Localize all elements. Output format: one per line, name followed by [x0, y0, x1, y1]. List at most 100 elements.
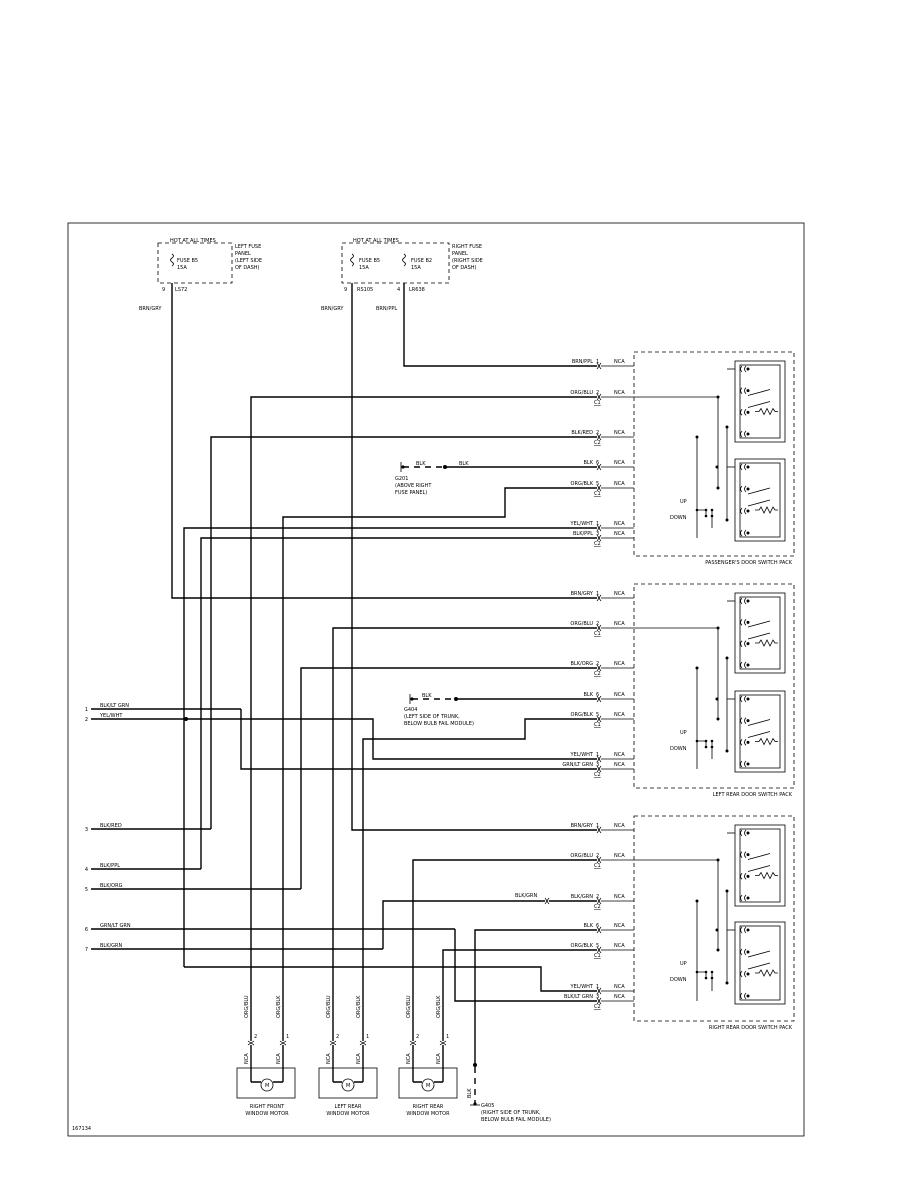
nca-label: NCA [614, 661, 625, 667]
ground-name: G404 [404, 707, 417, 713]
nca-label: NCA [614, 621, 625, 627]
connector-label: C1 [594, 400, 601, 406]
pin-label: 2 [254, 1034, 257, 1040]
wire-label: BLK [416, 461, 426, 467]
left-fuse-panel: HOT AT ALL TIMES FUSE B5 15A LEFT FUSE P… [139, 238, 262, 312]
pin-label: 3 [85, 827, 88, 833]
nca-label: NCA [614, 823, 625, 829]
pin-label: 2 [596, 853, 599, 859]
connector-label: C2 [594, 440, 601, 446]
wire-label: ORG/BLK [276, 995, 282, 1018]
pin-label: 5 [596, 481, 599, 487]
wire-label: BLK/GRN [515, 893, 538, 899]
fuse-label: FUSE B2 [411, 258, 432, 264]
pin-label: 1 [85, 707, 88, 713]
pin-label: 1 [286, 1034, 289, 1040]
ground-g201: BLK BLK G201 (ABOVE RIGHT FUSE PANEL) [395, 461, 469, 496]
wire-label: BLK [467, 1088, 473, 1098]
fuse-amp: 15A [359, 265, 369, 271]
connector-label: C1 [594, 491, 601, 497]
wire-label: BLK/GRN [571, 894, 594, 900]
ground-desc: (RIGHT SIDE OF TRUNK, [481, 1110, 541, 1116]
nca-label: NCA [614, 994, 625, 1000]
inline-connector: BLK/GRN [515, 893, 550, 905]
panel-label: OF DASH) [235, 265, 260, 271]
down-label: DOWN [670, 746, 687, 752]
pin-label: 5 [596, 712, 599, 718]
ground-desc: BELOW BULB FAIL MODULE) [481, 1117, 551, 1123]
wire-label: BLK/RED [571, 430, 593, 436]
pin-label: 4 [397, 287, 400, 293]
pin-label: 2 [596, 661, 599, 667]
wire-label: ORG/BLK [436, 995, 442, 1018]
pin-label: 1 [366, 1034, 369, 1040]
connector-label: C1 [594, 863, 601, 869]
pin-label: 5 [596, 943, 599, 949]
ground-desc: (LEFT SIDE OF TRUNK, [404, 714, 460, 720]
wire-label: GRN/LT GRN [562, 762, 593, 768]
motor-name: WINDOW MOTOR [406, 1111, 450, 1117]
pin-label: 6 [596, 923, 599, 929]
switch-pack-title: RIGHT REAR DOOR SWITCH PACK [709, 1025, 793, 1031]
pin-label: 4 [85, 867, 88, 873]
nca-label: NCA [614, 531, 625, 537]
wire-label: BRN/GRY [571, 823, 594, 829]
switch-pack-title: LEFT REAR DOOR SWITCH PACK [713, 792, 793, 798]
switch-internals: UP DOWN [634, 360, 786, 542]
up-label: UP [680, 499, 687, 505]
nca-label: NCA [614, 390, 625, 396]
wire-label: BLK/ORG [571, 661, 594, 667]
harness-wires [91, 283, 597, 1103]
motor-name: RIGHT REAR [413, 1104, 444, 1110]
connector-label: LS72 [175, 287, 187, 293]
wire-label: BLK [584, 460, 594, 466]
nca-label: NCA [614, 853, 625, 859]
ground-desc: BELOW BULB FAIL MODULE) [404, 721, 474, 727]
connector-label: C2 [594, 904, 601, 910]
down-label: DOWN [670, 515, 687, 521]
wire-label: BLK/ORG [100, 883, 123, 889]
pin-label: 3 [596, 762, 599, 768]
wire-label: BLK [584, 923, 594, 929]
wire-label: BLK [584, 692, 594, 698]
motor-symbol: M [265, 1083, 269, 1089]
right-fuse-panel: HOT AT ALL TIMES FUSE B5 15A FUSE B2 15A… [321, 238, 483, 312]
wire-label: BLK [459, 461, 469, 467]
wire-label: ORG/BLU [570, 853, 593, 859]
pin-label: 3 [596, 531, 599, 537]
wire-label: GRN/LT GRN [100, 923, 131, 929]
pin-label: 3 [596, 994, 599, 1000]
wire-label: ORG/BLK [356, 995, 362, 1018]
wire-label: BLK [422, 693, 432, 699]
pin-label: 1 [596, 752, 599, 758]
pin-label: 1 [446, 1034, 449, 1040]
hot-label: HOT AT ALL TIMES [170, 238, 216, 244]
pin-label: 6 [596, 692, 599, 698]
motor-name: WINDOW MOTOR [326, 1111, 370, 1117]
wire-label: ORG/BLU [244, 995, 250, 1018]
ground-name: G201 [395, 476, 408, 482]
wire-label: ORG/BLU [326, 995, 332, 1018]
panel-label: PANEL [235, 251, 251, 257]
